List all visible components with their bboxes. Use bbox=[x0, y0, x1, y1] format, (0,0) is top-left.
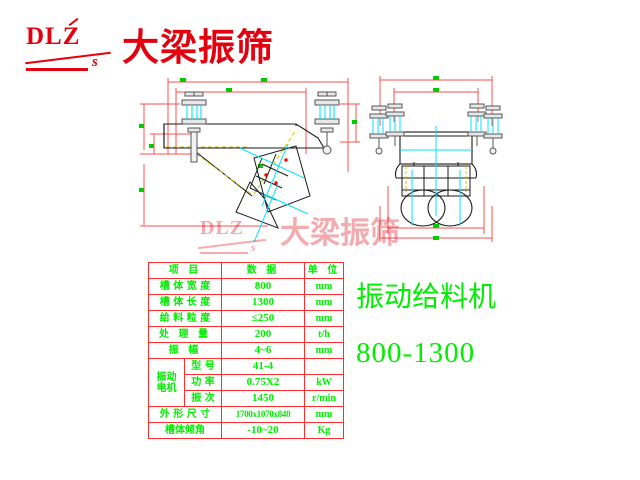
row-unit: mm bbox=[304, 406, 344, 423]
right-coil-spring bbox=[319, 105, 335, 119]
row-label: 给 料 粒 度 bbox=[148, 310, 222, 327]
row-value: 0.75X2 bbox=[221, 374, 305, 391]
motor-group-label: 振动电机 bbox=[148, 358, 185, 407]
side-view-svg bbox=[139, 78, 360, 243]
product-model: 800-1300 bbox=[356, 337, 476, 369]
row-value: 800 bbox=[221, 278, 305, 295]
left-coil-spring bbox=[186, 105, 202, 119]
row-unit: t/h bbox=[304, 326, 344, 343]
row-unit: mm bbox=[304, 342, 344, 359]
row-label: 槽 体 宽 度 bbox=[148, 278, 222, 295]
row-label: 振 幅 bbox=[148, 342, 222, 359]
row-value: -10~20 bbox=[221, 422, 305, 439]
header-item: 项 目 bbox=[148, 262, 222, 279]
logo-brand-text: 大梁振筛 bbox=[122, 26, 274, 69]
row-unit: mm bbox=[304, 310, 344, 327]
header-data: 数 据 bbox=[221, 262, 305, 279]
watermark-brand-text: 大梁振筛 bbox=[280, 216, 400, 251]
table-row: 槽 体 长 度 1300 mm bbox=[148, 294, 344, 311]
table-row: 槽体倾角 -10~20 Kg bbox=[148, 422, 344, 439]
front-view-svg bbox=[369, 76, 503, 242]
row-label: 槽 体 长 度 bbox=[148, 294, 222, 311]
trough-body-outline bbox=[163, 123, 325, 197]
row-unit bbox=[304, 358, 344, 375]
row-value: 41-4 bbox=[221, 358, 305, 375]
motor-group-label-line2: 电机 bbox=[156, 383, 177, 394]
table-row: 槽 体 宽 度 800 mm bbox=[148, 278, 344, 295]
table-row: 外 形 尺 寸 1700x1070x840 mm bbox=[148, 406, 344, 423]
front-view-drawing bbox=[366, 66, 506, 261]
watermark-underline-bar bbox=[200, 252, 248, 254]
front-view-centerlines bbox=[400, 126, 472, 226]
table-row-motor-power: 功 率 0.75X2 kW bbox=[149, 374, 344, 391]
logo-watermark: DLZ s 大梁振筛 bbox=[198, 216, 438, 260]
row-label: 槽体倾角 bbox=[148, 422, 222, 439]
row-value: 200 bbox=[221, 326, 305, 343]
table-row: 处 理 量 200 t/h bbox=[148, 326, 344, 343]
row-unit: mm bbox=[304, 278, 344, 295]
table-row-motor-model: 振动电机 型 号 41-4 bbox=[148, 358, 344, 407]
row-label: 振 次 bbox=[184, 390, 222, 407]
row-value: 1450 bbox=[221, 390, 305, 407]
row-unit: kW bbox=[304, 374, 344, 391]
exciter-drums bbox=[400, 189, 473, 227]
watermark-letters: DLZ bbox=[200, 217, 245, 239]
logo-mark: DLZ s bbox=[24, 17, 120, 76]
watermark-mark: DLZ s bbox=[198, 218, 278, 258]
row-unit: Kg bbox=[304, 422, 344, 439]
logo-letters: DLZ bbox=[26, 23, 81, 50]
table-row: 给 料 粒 度 ≤250 mm bbox=[148, 310, 344, 327]
motor-centerlines bbox=[239, 143, 309, 243]
product-title: 振动给料机 bbox=[356, 280, 497, 313]
left-spring-assembly bbox=[181, 91, 207, 163]
row-label: 外 形 尺 寸 bbox=[148, 406, 222, 423]
dimension-value-markers bbox=[433, 76, 439, 240]
front-left-spring-pair bbox=[369, 103, 405, 155]
row-value: ≤250 bbox=[221, 310, 305, 327]
brand-logo: DLZ s 大梁振筛 bbox=[24, 17, 284, 80]
row-value: 1300 bbox=[221, 294, 305, 311]
logo-subscript: s bbox=[92, 54, 98, 70]
table-row: 振 幅 4~6 mm bbox=[148, 342, 344, 359]
header-unit: 单 位 bbox=[304, 262, 344, 279]
row-label: 型 号 bbox=[184, 358, 222, 375]
row-unit: r/min bbox=[304, 390, 344, 407]
motor-group-label-line1: 振动 bbox=[156, 371, 177, 383]
watermark-subscript: s bbox=[251, 240, 256, 254]
row-unit: mm bbox=[304, 294, 344, 311]
side-view-drawing bbox=[136, 76, 366, 251]
table-row-motor-frequency: 振 次 1450 r/min bbox=[149, 390, 344, 407]
specification-table: 项 目 数 据 单 位 槽 体 宽 度 800 mm 槽 体 长 度 1300 … bbox=[148, 262, 344, 439]
reference-points bbox=[264, 158, 288, 185]
table-header-row: 项 目 数 据 单 位 bbox=[148, 262, 344, 279]
motor-hidden-lines bbox=[405, 166, 467, 192]
hidden-edge-lines bbox=[166, 129, 297, 197]
row-value: 4~6 bbox=[221, 342, 305, 359]
logo-underline-bar bbox=[26, 68, 88, 71]
front-right-spring-pair bbox=[467, 103, 503, 155]
right-spring-assembly bbox=[314, 91, 340, 155]
dimension-value-markers bbox=[139, 78, 357, 192]
row-value: 1700x1070x840 bbox=[221, 406, 305, 423]
row-label: 功 率 bbox=[184, 374, 222, 391]
row-label: 处 理 量 bbox=[148, 326, 222, 343]
